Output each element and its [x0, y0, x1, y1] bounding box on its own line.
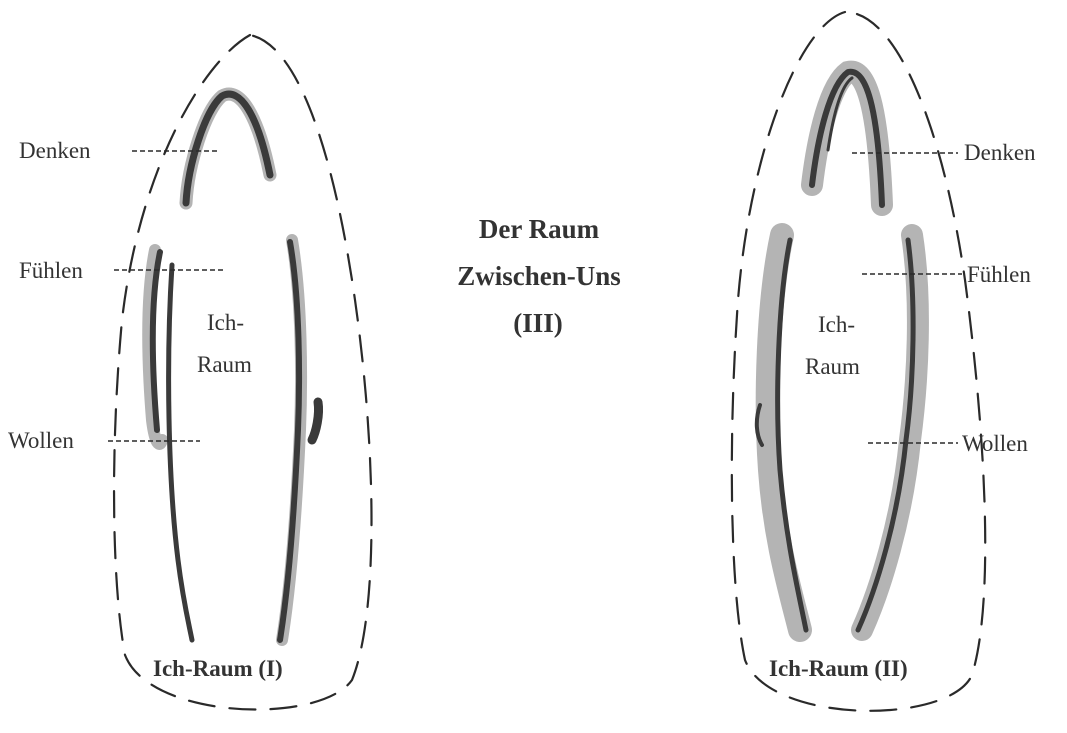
- title-line-2: Zwischen-Uns: [457, 261, 621, 291]
- title-line-3: (III): [513, 308, 563, 338]
- right-feeling-label: Fühlen: [967, 262, 1031, 287]
- right-willing-label: Wollen: [962, 431, 1028, 456]
- left-thinking-arch: [186, 94, 270, 203]
- left-feeling-label: Fühlen: [19, 258, 83, 283]
- right-thinking-arch: [812, 72, 882, 205]
- right-figure-right-wall: [858, 235, 918, 630]
- left-inner-label-line2: Raum: [197, 352, 252, 377]
- left-figure-left-wall: [148, 250, 192, 640]
- left-inner-label-line1: Ich-: [207, 310, 244, 335]
- left-thinking-label: Denken: [19, 138, 91, 163]
- title-line-1: Der Raum: [479, 214, 600, 244]
- right-thinking-label: Denken: [964, 140, 1036, 165]
- left-willing-label: Wollen: [8, 428, 74, 453]
- right-figure-left-wall: [757, 235, 806, 630]
- right-inner-label-line2: Raum: [805, 354, 860, 379]
- left-figure: Denken Fühlen Wollen Ich- Raum Ich-Raum …: [8, 35, 372, 710]
- left-caption: Ich-Raum (I): [153, 656, 283, 681]
- center-title: Der Raum Zwischen-Uns (III): [457, 214, 621, 338]
- right-figure: Denken Fühlen Wollen Ich- Raum Ich-Raum …: [732, 12, 1036, 711]
- right-inner-label-line1: Ich-: [818, 312, 855, 337]
- left-figure-right-wall: [280, 240, 319, 640]
- right-caption: Ich-Raum (II): [769, 656, 908, 681]
